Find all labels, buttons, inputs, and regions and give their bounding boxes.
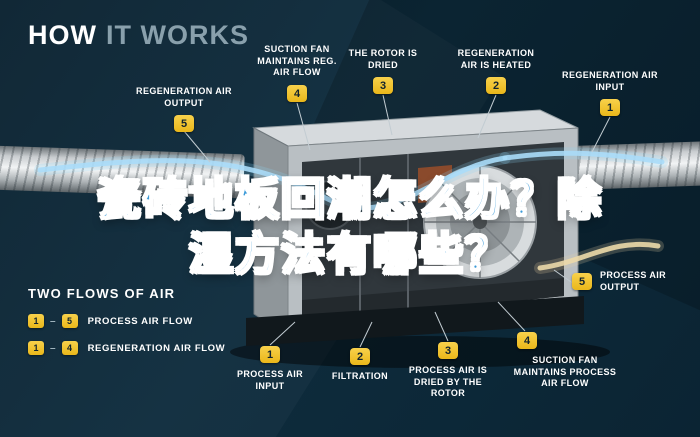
title-how: HOW (28, 20, 97, 50)
badge-number-1: 1 (28, 341, 44, 355)
callout-label: SUCTION FAN MAINTAINS REG. AIR FLOW (257, 44, 337, 78)
title-it-works: IT WORKS (105, 20, 249, 50)
callout-label: REGENERATION AIR IS HEATED (457, 48, 535, 70)
callout-regeneration-air-output: REGENERATION AIR OUTPUT 5 (128, 86, 240, 133)
headline-line-1: 瓷砖地板回潮怎么办？除 (96, 174, 603, 225)
badge-number-2: 2 (486, 77, 506, 95)
range-dash: – (50, 315, 56, 327)
callout-suction-fan-reg: SUCTION FAN MAINTAINS REG. AIR FLOW 4 (252, 44, 342, 103)
callout-filtration: 2 FILTRATION (322, 348, 398, 383)
headline-line-2: 湿方法有哪些？ (188, 229, 511, 280)
callout-label: SUCTION FAN MAINTAINS PROCESS AIR FLOW (513, 355, 617, 389)
range-dash: – (50, 342, 56, 354)
headline-overlay: 瓷砖地板回潮怎么办？除 湿方法有哪些？ (0, 172, 700, 282)
legend-label: PROCESS AIR FLOW (87, 315, 193, 327)
page-title: HOW IT WORKS (28, 20, 249, 51)
badge-number-3: 3 (438, 342, 458, 359)
legend-two-flows: TWO FLOWS OF AIR 1 – 5 PROCESS AIR FLOW … (28, 286, 225, 355)
callout-process-air-input: 1 PROCESS AIR INPUT (236, 346, 304, 392)
callout-regeneration-air-input: REGENERATION AIR INPUT 1 (560, 70, 660, 117)
badge-number-5: 5 (174, 115, 194, 133)
callout-label: REGENERATION AIR OUTPUT (136, 86, 232, 108)
badge-number-3: 3 (373, 77, 393, 95)
callout-rotor-dried: THE ROTOR IS DRIED 3 (342, 48, 424, 95)
callout-suction-fan-process: 4 SUCTION FAN MAINTAINS PROCESS AIR FLOW (505, 332, 625, 390)
badge-number-1: 1 (28, 314, 44, 328)
legend-row-regeneration: 1 – 4 REGENERATION AIR FLOW (28, 341, 225, 355)
legend-heading: TWO FLOWS OF AIR (28, 286, 176, 301)
legend-label: REGENERATION AIR FLOW (87, 342, 226, 354)
badge-number-1: 1 (600, 99, 620, 117)
legend-row-process: 1 – 5 PROCESS AIR FLOW (28, 314, 225, 328)
callout-label: PROCESS AIR OUTPUT (600, 270, 667, 292)
badge-number-5: 5 (61, 314, 78, 328)
callout-process-air-dried: 3 PROCESS AIR IS DRIED BY THE ROTOR (398, 342, 498, 400)
callout-label: FILTRATION (331, 371, 389, 381)
callout-label: THE ROTOR IS DRIED (348, 48, 418, 70)
badge-number-2: 2 (350, 348, 370, 365)
badge-number-4: 4 (517, 332, 537, 349)
callout-label: PROCESS AIR INPUT (236, 369, 304, 391)
badge-number-1: 1 (260, 346, 280, 363)
callout-label: PROCESS AIR IS DRIED BY THE ROTOR (408, 365, 488, 399)
callout-regeneration-air-heated: REGENERATION AIR IS HEATED 2 (450, 48, 542, 95)
badge-number-4: 4 (61, 341, 78, 355)
callout-label: REGENERATION AIR INPUT (562, 70, 658, 92)
badge-number-4: 4 (287, 85, 307, 103)
